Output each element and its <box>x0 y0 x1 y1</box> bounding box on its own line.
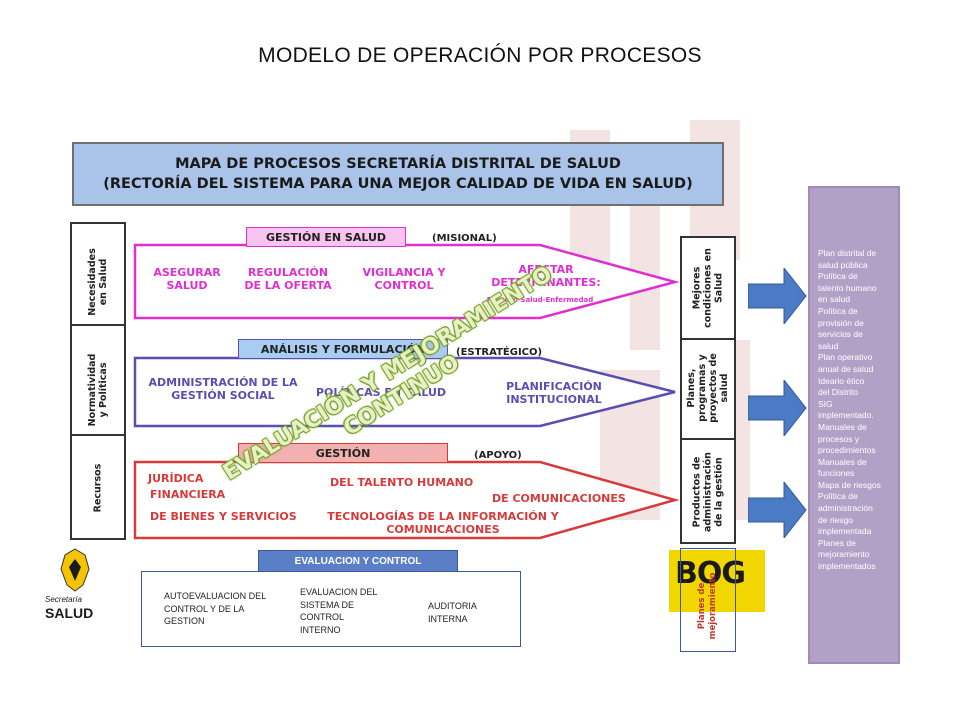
results-panel-line: implementado. <box>818 410 874 421</box>
results-panel-line: Política de <box>818 491 858 502</box>
estrategico-band-arrow <box>133 356 676 428</box>
bog-logo-graphic <box>669 550 765 656</box>
results-panel-line: funciones <box>818 468 855 479</box>
estrategico-band-tab: ANÁLISIS Y FORMULACIÓN <box>238 339 448 359</box>
results-panel-line: salud <box>818 340 839 351</box>
output-productos-label: Productos de administración de la gestió… <box>691 452 725 532</box>
results-panel-line: mejoramiento <box>818 549 870 560</box>
process-map-header-line1: MAPA DE PROCESOS SECRETARÍA DISTRITAL DE… <box>175 156 621 172</box>
results-panel-line: en salud <box>818 294 851 305</box>
results-panel-line: SIG <box>818 398 833 409</box>
evaluacion-control-tab: EVALUACION Y CONTROL <box>258 550 458 572</box>
coat-of-arms-icon <box>49 548 101 623</box>
apoyo-proc-financiera: FINANCIERA <box>150 488 226 501</box>
apoyo-band-arrow <box>133 460 680 540</box>
results-panel-line: servicios de <box>818 329 863 340</box>
blue-arrow-3 <box>748 482 807 538</box>
misional-proc-regulacion: REGULACIÓN DE LA OFERTA <box>244 266 332 292</box>
evaluacion-control-box: AUTOEVALUACION DEL CONTROL Y DE LA GESTI… <box>141 571 521 647</box>
apoyo-proc-talento: DEL TALENTO HUMANO <box>330 476 474 489</box>
results-panel-line: salud pública <box>818 259 868 270</box>
inputs-column <box>70 222 126 540</box>
estrategico-proc-politicas: POLÍTICAS EN SALUD <box>315 386 447 399</box>
output-planes-programas-label: Planes, programas y proyectos de salud <box>686 353 730 423</box>
results-panel-line: de riesgo <box>818 514 853 525</box>
planes-mejoramiento-box <box>680 548 736 652</box>
slide-title: MODELO DE OPERACIÓN POR PROCESOS <box>258 44 702 67</box>
misional-proc-asegurar: ASEGURAR SALUD <box>153 266 221 292</box>
apoyo-proc-juridica: JURÍDICA <box>148 472 204 485</box>
apoyo-band-note: (APOYO) <box>474 450 522 461</box>
results-panel-line: procedimientos <box>818 445 876 456</box>
logo-text-secretaria: Secretaría <box>45 595 82 604</box>
secretaria-salud-logo: Secretaría SALUD <box>45 545 105 627</box>
misional-band-tab: GESTIÓN EN SALUD <box>246 227 406 247</box>
planes-mejoramiento-label: Planes de mejoramiento <box>697 573 719 640</box>
planes-line1: Planes de <box>697 582 707 630</box>
results-panel-line: implementados <box>818 561 876 572</box>
outputs-column <box>680 236 736 544</box>
results-panel-line: procesos y <box>818 433 860 444</box>
misional-band-arrow <box>133 243 680 320</box>
results-panel-line: Manuales de <box>818 456 867 467</box>
results-panel-line: Mapa de riesgos <box>818 479 881 490</box>
misional-proc-afectar-sub: Proceso Salud-Enfermedad <box>486 296 594 304</box>
process-map-header: MAPA DE PROCESOS SECRETARÍA DISTRITAL DE… <box>72 142 724 206</box>
output-mejores-condiciones-label: Mejores condiciones en Salud <box>691 248 725 328</box>
misional-band-note: (MISIONAL) <box>432 233 497 244</box>
bog-logo: BOG <box>669 550 765 656</box>
results-panel-line: talento humano <box>818 282 877 293</box>
blue-arrow-1 <box>748 268 807 324</box>
apoyo-proc-tecnologias: TECNOLOGÍAS DE LA INFORMACIÓN Y COMUNICA… <box>327 510 559 536</box>
results-panel-line: implementada <box>818 526 872 537</box>
estrategico-band-note: (ESTRATÉGICO) <box>456 347 543 358</box>
eval-item-autoevaluacion: AUTOEVALUACION DEL CONTROL Y DE LA GESTI… <box>164 591 266 626</box>
apoyo-proc-bienes: DE BIENES Y SERVICIOS <box>150 510 297 523</box>
planes-line2: mejoramiento <box>708 572 718 640</box>
results-panel-line: Plan distrital de <box>818 248 877 258</box>
misional-proc-vigilancia: VIGILANCIA Y CONTROL <box>362 266 446 292</box>
apoyo-proc-comunicaciones: DE COMUNICACIONES <box>492 492 626 505</box>
results-panel-line: del Distrito <box>818 387 859 398</box>
results-panel-line: anual de salud <box>818 363 874 374</box>
estrategico-proc-administracion: ADMINISTRACIÓN DE LA GESTIÓN SOCIAL <box>148 376 298 402</box>
results-panel-line: administración <box>818 503 873 514</box>
eval-item-auditoria: AUDITORIA INTERNA <box>428 601 477 624</box>
results-panel-line: provisión de <box>818 317 864 328</box>
results-panel-line: Ideario ético <box>818 375 865 386</box>
estrategico-proc-planificacion: PLANIFICACIÓN INSTITUCIONAL <box>506 380 602 406</box>
process-map-header-line2: (RECTORÍA DEL SISTEMA PARA UNA MEJOR CAL… <box>103 176 693 192</box>
results-panel-line: Manuales de <box>818 421 867 432</box>
results-panel-line: Plan operativo <box>818 352 873 363</box>
results-panel-line: Planes de <box>818 537 856 548</box>
results-panel-line: Política de <box>818 271 858 282</box>
results-panel-line: Política de <box>818 305 858 316</box>
blue-arrow-2 <box>748 380 807 436</box>
logo-text-salud: SALUD <box>45 605 94 621</box>
misional-proc-afectar: AFECTAR DETERMINANTES: <box>491 263 601 289</box>
bog-logo-text: BOG <box>675 556 746 591</box>
apoyo-band-tab: GESTIÓN <box>238 443 448 463</box>
eval-item-evaluacion-sistema: EVALUACION DEL SISTEMA DE CONTROL INTERN… <box>300 587 378 635</box>
